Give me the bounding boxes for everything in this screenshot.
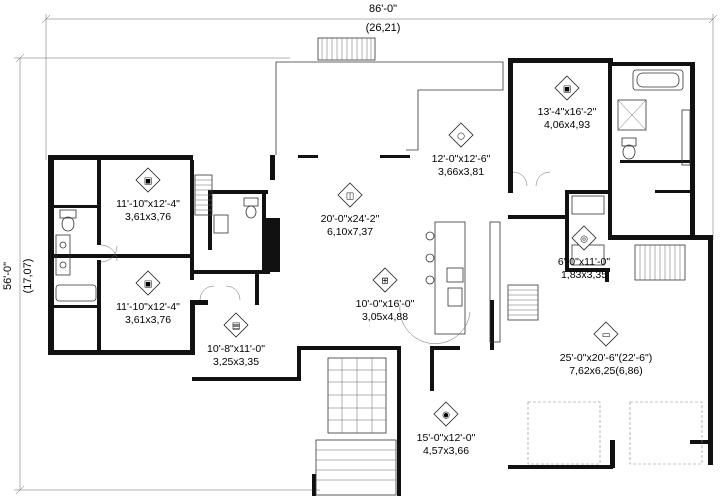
room-dimension-metric: 3,61x3,76 bbox=[125, 314, 171, 326]
stove-icon-glyph: ⊞ bbox=[381, 277, 389, 287]
bed-icon-glyph: ▣ bbox=[563, 85, 572, 95]
bed-icon-glyph: ▣ bbox=[144, 280, 153, 290]
room-office: ▤ 10'-8"x11'-0"3,25x3,35 bbox=[207, 312, 265, 368]
overall-width-dimension: 86'-0" (26,21) bbox=[41, 3, 718, 240]
table-icon-glyph: ○ bbox=[457, 132, 465, 142]
overall-width-imperial: 86'-0" bbox=[369, 3, 397, 15]
room-dimension-metric: 3,05x4,88 bbox=[362, 311, 408, 323]
room-garage: ▭ 25'-0"x20'-6"(22'-6")7,62x6,25(6,86) bbox=[560, 321, 653, 377]
room-dimension-metric: 3,61x3,76 bbox=[125, 211, 171, 223]
overall-depth-dimension: 56'-0" (17,07) bbox=[2, 53, 320, 495]
room-dimension-imperial: 6'-0"x11'-0" bbox=[558, 256, 610, 268]
bed-icon-glyph: ▣ bbox=[144, 177, 153, 187]
room-dimension-imperial: 11'-10"x12'-4" bbox=[116, 301, 180, 313]
washer-icon-glyph: ◎ bbox=[580, 235, 588, 245]
room-dimension-imperial: 13'-4"x16'-2" bbox=[538, 106, 597, 118]
overall-width-metric: (26,21) bbox=[366, 22, 401, 34]
overall-depth-metric: (17,07) bbox=[22, 259, 34, 294]
room-kitchen: ⊞ 10'-0"x16'-0"3,05x4,88 bbox=[356, 267, 415, 323]
stove-icon bbox=[372, 267, 398, 293]
room-dimension-metric: 4,57x3,66 bbox=[423, 445, 469, 457]
car-icon-glyph: ▭ bbox=[602, 331, 611, 341]
sofa-icon bbox=[337, 182, 363, 208]
room-dimension-imperial: 12'-0"x12'-6" bbox=[432, 153, 491, 165]
bench-icon bbox=[433, 401, 459, 427]
fixtures bbox=[55, 69, 691, 343]
room-dimension-metric: 6,10x7,37 bbox=[327, 226, 373, 238]
door-swings bbox=[100, 171, 551, 344]
washer-icon bbox=[571, 225, 597, 251]
bed-icon bbox=[554, 75, 580, 101]
room-dimension-metric: 1,83x3,35 bbox=[561, 269, 607, 281]
desk-icon-glyph: ▤ bbox=[232, 322, 241, 332]
room-dimension-imperial: 10'-0"x16'-0" bbox=[356, 298, 415, 310]
room-dimension-metric: 3,25x3,35 bbox=[213, 356, 259, 368]
room-laundry: ◎ 6'-0"x11'-0"1,83x3,35 bbox=[558, 225, 610, 281]
rear-deck bbox=[275, 37, 504, 155]
exterior-walls bbox=[48, 58, 713, 496]
overall-depth-imperial: 56'-0" bbox=[2, 262, 14, 290]
table-icon bbox=[448, 122, 474, 148]
room-dimension-imperial: 25'-0"x20'-6"(22'-6") bbox=[560, 352, 653, 364]
car-icon bbox=[593, 321, 619, 347]
room-porch: ◉ 15'-0"x12'-0"4,57x3,66 bbox=[417, 401, 476, 457]
room-bedroom-2: ▣ 11'-10"x12'-4"3,61x3,76 bbox=[116, 270, 180, 326]
bed-icon bbox=[135, 167, 161, 193]
room-dimension-imperial: 10'-8"x11'-0" bbox=[207, 343, 265, 355]
room-living-room: ◫ 20'-0"x24'-2"6,10x7,37 bbox=[321, 182, 380, 238]
room-dimension-metric: 4,06x4,93 bbox=[544, 119, 590, 131]
garage-doors bbox=[527, 401, 703, 465]
room-master-bedroom: ▣ 13'-4"x16'-2"4,06x4,93 bbox=[538, 75, 597, 131]
room-dimension-imperial: 20'-0"x24'-2" bbox=[321, 213, 380, 225]
room-dining-room: ○ 12'-0"x12'-6"3,66x3,81 bbox=[432, 122, 491, 178]
room-dimension-imperial: 11'-10"x12'-4" bbox=[116, 198, 180, 210]
bed-icon bbox=[135, 270, 161, 296]
room-bedroom-1: ▣ 11'-10"x12'-4"3,61x3,76 bbox=[116, 167, 180, 223]
sofa-icon-glyph: ◫ bbox=[346, 192, 355, 202]
rooms-layer: ▣11'-10"x12'-4"3,61x3,76▣11'-10"x12'-4"3… bbox=[116, 75, 653, 457]
desk-icon bbox=[223, 312, 249, 338]
room-dimension-metric: 7,62x6,25(6,86) bbox=[569, 365, 643, 377]
bench-icon-glyph: ◉ bbox=[442, 411, 450, 421]
room-dimension-imperial: 15'-0"x12'-0" bbox=[417, 432, 476, 444]
room-dimension-metric: 3,66x3,81 bbox=[438, 166, 484, 178]
stairs bbox=[194, 174, 686, 496]
